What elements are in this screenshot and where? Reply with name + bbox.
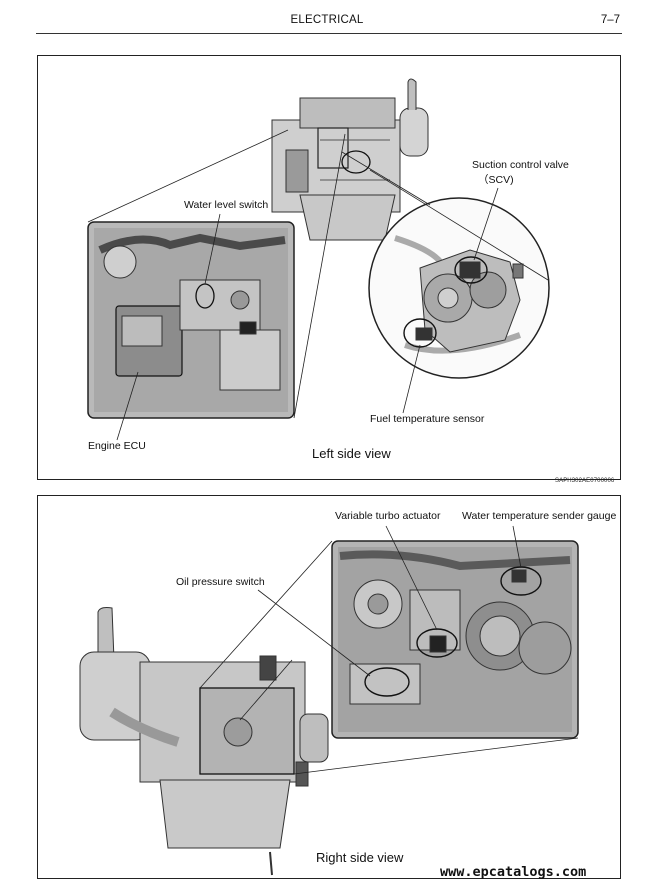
caption-right-side-view: Right side view [316,850,404,865]
callout-lines-bottom [199,525,579,775]
engine-illustration-left [271,78,429,241]
inset-fuel-pump [368,197,550,379]
label-fuel-temperature-sensor: Fuel temperature sensor [370,413,485,425]
label-scv: （SCV) [478,174,514,186]
figure-code: SAPH302AE0700006 [555,478,615,484]
label-oil-pressure-switch: Oil pressure switch [176,576,265,588]
caption-left-side-view: Left side view [312,446,391,461]
label-water-temperature-sender-gauge: Water temperature sender gauge [462,510,617,522]
label-water-level-switch: Water level switch [184,199,269,211]
callout-lines-top [87,129,549,441]
label-suction-control-valve: Suction control valve [472,159,569,171]
label-variable-turbo-actuator: Variable turbo actuator [335,510,441,522]
inset-ecu-area [87,221,295,419]
watermark: www.epcatalogs.com [440,864,587,880]
inset-turbo-area [331,540,579,739]
page-number: 7–7 [600,14,620,26]
section-title: ELECTRICAL [290,14,364,26]
engine-illustration-right [79,607,329,876]
header-divider [36,33,622,34]
label-engine-ecu: Engine ECU [88,440,146,452]
